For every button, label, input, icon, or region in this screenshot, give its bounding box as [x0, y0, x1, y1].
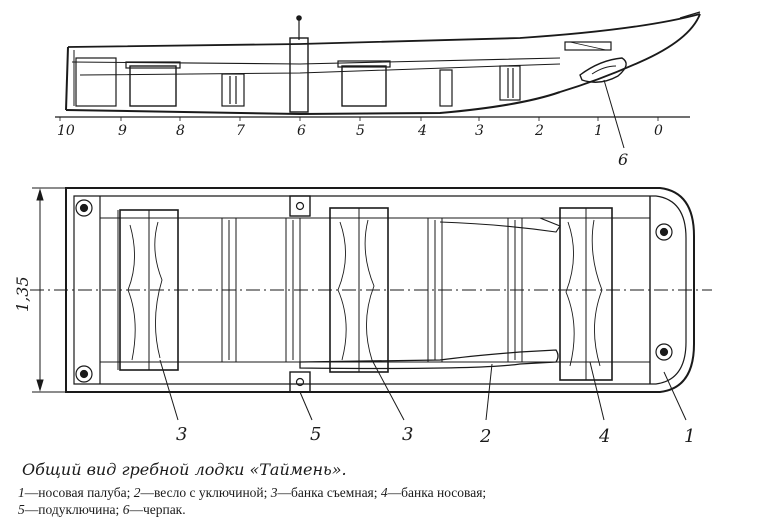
legend-text: —носовая палуба;	[24, 485, 131, 500]
plan-bench-stern	[119, 209, 179, 371]
station-1: 1	[594, 123, 603, 139]
side-bow-stem	[559, 13, 701, 93]
side-stern-box	[75, 57, 117, 107]
station-0: 0	[654, 123, 663, 139]
station-ticks	[59, 117, 659, 121]
station-labels: 10 9 8 7 6 5 4 3 2 1 0	[57, 123, 663, 139]
legend-text: —черпак.	[129, 502, 186, 517]
station-2: 2	[534, 123, 544, 139]
side-view	[55, 11, 701, 118]
side-bench-middle	[341, 65, 387, 107]
callout-2: 2	[479, 426, 491, 447]
callout-5: 5	[310, 424, 321, 445]
plan-oar	[299, 349, 559, 370]
side-bow-deck	[564, 41, 612, 51]
side-bailer	[579, 57, 627, 83]
callout-6-leader	[603, 79, 625, 149]
figure-caption: Общий вид гребной лодки «Таймень».	[22, 460, 347, 479]
legend-num: 6	[122, 502, 130, 517]
plan-bench-bow	[559, 207, 613, 381]
legend-num: 5	[18, 502, 25, 517]
legend-num: 2	[133, 485, 141, 500]
plan-callout-leaders	[159, 359, 687, 421]
callout-3-left: 3	[176, 424, 187, 445]
station-8: 8	[176, 123, 185, 139]
plan-hull-inner	[73, 195, 687, 385]
callout-3-right: 3	[402, 424, 413, 445]
station-3: 3	[475, 123, 484, 139]
dimension-beam-label: 1,35	[13, 276, 32, 312]
plan-frames	[221, 217, 523, 363]
legend-text: —подуключина;	[24, 502, 120, 517]
side-frames	[221, 65, 521, 107]
legend-num: 4	[380, 485, 388, 500]
side-bench-middle-top	[337, 60, 391, 68]
legend-text: —весло с уключиной;	[140, 485, 268, 500]
legend-text: —банка съемная;	[277, 485, 378, 500]
legend-num: 1	[18, 485, 25, 500]
side-oarlock-post	[289, 37, 309, 113]
plan-view	[30, 187, 712, 393]
plan-oarlock-top	[289, 195, 311, 217]
side-sheer-line	[67, 13, 701, 48]
station-10: 10	[57, 123, 75, 139]
legend-row-2: 5—подуключина; 6—черпак.	[18, 501, 763, 518]
station-6: 6	[297, 123, 306, 139]
plan-bench-middle	[329, 207, 389, 373]
legend-num: 3	[270, 485, 278, 500]
legend-row-1: 1—носовая палуба; 2—весло с уключиной; 3…	[18, 484, 763, 501]
side-keel-line	[65, 91, 561, 116]
side-bench-stern	[129, 65, 177, 107]
figure-legend: 1—носовая палуба; 2—весло с уключиной; 3…	[18, 484, 763, 518]
side-bench-stern-top	[125, 61, 181, 69]
callout-4: 4	[598, 426, 610, 447]
plan-oarlock-bottom	[289, 371, 311, 393]
side-gunwale-inner	[71, 57, 561, 65]
station-9: 9	[118, 123, 127, 139]
plan-hull-outer	[65, 187, 695, 393]
station-4: 4	[417, 123, 427, 139]
side-transom	[65, 46, 69, 111]
callout-1: 1	[684, 426, 695, 447]
station-7: 7	[236, 123, 245, 139]
plan-corner-fittings	[75, 199, 673, 383]
dimension-beam	[32, 187, 66, 393]
legend-text: —банка носовая;	[387, 485, 487, 500]
station-5: 5	[356, 123, 365, 139]
callout-6-label: 6	[618, 150, 628, 169]
side-stringer	[79, 63, 561, 76]
